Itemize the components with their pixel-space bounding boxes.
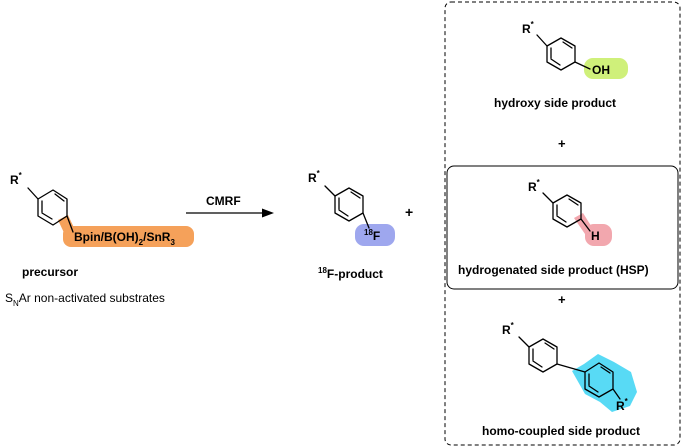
f18-r-group: R* <box>308 169 321 185</box>
homocoupled-r-group-2: R* <box>616 397 629 413</box>
hsp-molecule: R* H <box>528 178 612 246</box>
f18-product-molecule: R* 18F <box>308 169 395 246</box>
f18-highlight <box>355 224 395 246</box>
plus-side-1: + <box>558 136 566 151</box>
homocoupled-molecule: R* R* <box>502 321 637 413</box>
homocoupled-label: homo-coupled side product <box>482 424 640 438</box>
reaction-arrow <box>186 208 274 218</box>
precursor-molecule: R* Bpin/B(OH)2/SnR3 <box>10 171 194 247</box>
hsp-box <box>446 165 679 290</box>
hydroxy-highlight <box>584 58 628 79</box>
side-products-box <box>444 1 681 446</box>
hydroxy-r-group: R* <box>522 20 535 36</box>
precursor-leaving-group-highlight <box>63 226 194 247</box>
f18-atom: 18F <box>364 228 380 243</box>
snar-note: SNAr non-activated substrates <box>5 291 165 308</box>
hsp-label: hydrogenated side product (HSP) <box>458 263 649 277</box>
precursor-leaving-group: Bpin/B(OH)2/SnR3 <box>74 230 175 247</box>
precursor-bond-highlight <box>58 215 76 237</box>
plus-side-2: + <box>558 292 566 307</box>
hsp-h-atom: H <box>591 229 600 243</box>
hydroxy-label: hydroxy side product <box>494 96 616 110</box>
precursor-r-group: R* <box>10 171 23 187</box>
homocoupled-highlight <box>572 354 637 412</box>
hydroxy-oh: OH <box>592 63 610 77</box>
precursor-label: precursor <box>22 265 78 279</box>
hydroxy-molecule: R* OH <box>522 20 628 79</box>
hsp-r-group: R* <box>528 178 541 194</box>
homocoupled-r-group-1: R* <box>502 321 515 337</box>
f18-product-label: 18F-product <box>318 266 383 281</box>
arrow-label-cmrf: CMRF <box>206 194 241 208</box>
plus-main: + <box>405 204 413 220</box>
